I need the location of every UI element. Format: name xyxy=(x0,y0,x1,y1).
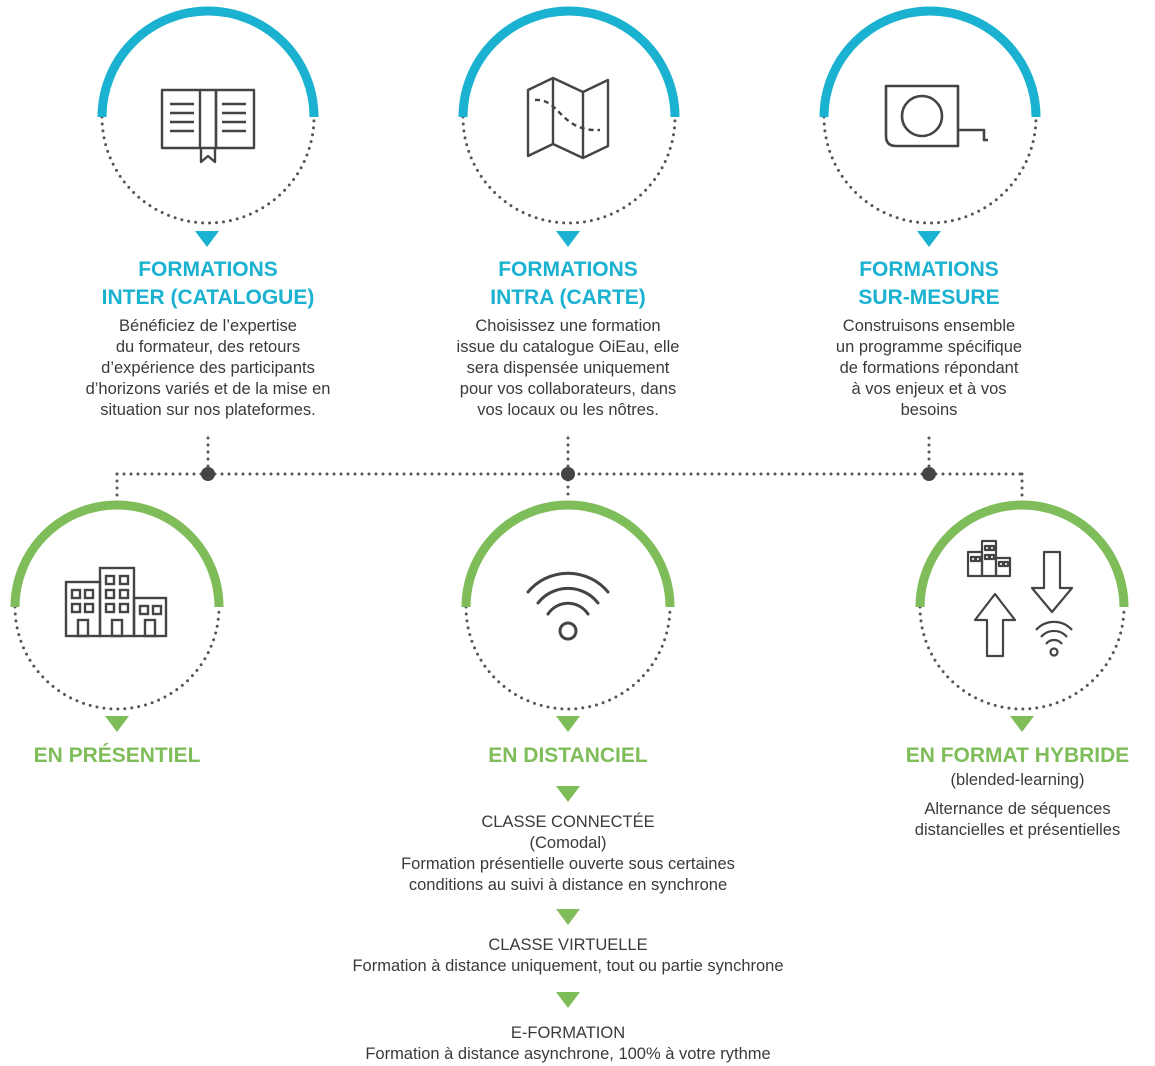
presentiel-block: EN PRÉSENTIEL xyxy=(0,742,234,770)
hybrid-arrows-icon xyxy=(966,539,1074,658)
presentiel-title: EN PRÉSENTIEL xyxy=(33,744,201,767)
classe-virtuelle-step: CLASSE VIRTUELLE Formation à distance un… xyxy=(218,935,918,977)
circle-inter xyxy=(97,6,319,247)
arrow-down-icon xyxy=(556,786,580,802)
sur-mesure-title: FORMATIONS SUR-MESURE xyxy=(858,258,1000,309)
sur-mesure-description: Construisons ensemble un programme spéci… xyxy=(835,317,1023,419)
intra-title: FORMATIONS INTRA (CARTE) xyxy=(490,258,646,309)
arrow-down-icon xyxy=(556,716,580,732)
circle-distanciel xyxy=(461,500,675,732)
step-name: CLASSE VIRTUELLE xyxy=(488,936,648,954)
intra-block: FORMATIONS INTRA (CARTE) Choisissez une … xyxy=(418,256,718,421)
hybride-description: Alternance de séquences distancielles et… xyxy=(914,800,1121,839)
sur-mesure-block: FORMATIONS SUR-MESURE Construisons ensem… xyxy=(779,256,1079,421)
circle-presentiel xyxy=(10,500,224,732)
hybride-block: EN FORMAT HYBRIDE (blended-learning) Alt… xyxy=(880,742,1155,841)
hybride-subtitle: (blended-learning) xyxy=(950,771,1085,789)
e-formation-step: E-FORMATION Formation à distance asynchr… xyxy=(218,1023,918,1065)
wifi-icon xyxy=(526,571,610,641)
distanciel-block: EN DISTANCIEL xyxy=(268,742,868,770)
folded-map-icon xyxy=(526,76,610,160)
arrow-down-icon xyxy=(917,231,941,247)
inter-block: FORMATIONS INTER (CATALOGUE) Bénéficiez … xyxy=(58,256,358,421)
circle-sur-mesure xyxy=(819,6,1041,247)
step-name: CLASSE CONNECTÉE xyxy=(481,813,655,831)
arrow-down-icon xyxy=(556,992,580,1008)
step-name: E-FORMATION xyxy=(510,1024,626,1042)
arrow-down-icon xyxy=(195,231,219,247)
arrow-down-icon xyxy=(1010,716,1034,732)
arrow-down-icon xyxy=(556,909,580,925)
hybride-title: EN FORMAT HYBRIDE xyxy=(905,744,1130,767)
circle-hybride xyxy=(915,500,1129,732)
buildings-icon xyxy=(64,566,168,638)
circle-intra xyxy=(458,6,680,247)
junction-dot xyxy=(922,467,936,481)
arrow-down-icon xyxy=(556,231,580,247)
tape-measure-icon xyxy=(884,84,988,148)
connector-lines xyxy=(115,436,1024,502)
inter-description: Bénéficiez de l’expertise du formateur, … xyxy=(85,317,331,419)
distanciel-title: EN DISTANCIEL xyxy=(488,744,648,767)
junction-dot xyxy=(561,467,575,481)
classe-connectee-step: CLASSE CONNECTÉE (Comodal) Formation pré… xyxy=(268,812,868,896)
open-book-icon xyxy=(160,88,256,164)
inter-title: FORMATIONS INTER (CATALOGUE) xyxy=(101,258,315,309)
arrow-down-icon xyxy=(105,716,129,732)
intra-description: Choisissez une formation issue du catalo… xyxy=(456,317,680,419)
junction-dot xyxy=(201,467,215,481)
